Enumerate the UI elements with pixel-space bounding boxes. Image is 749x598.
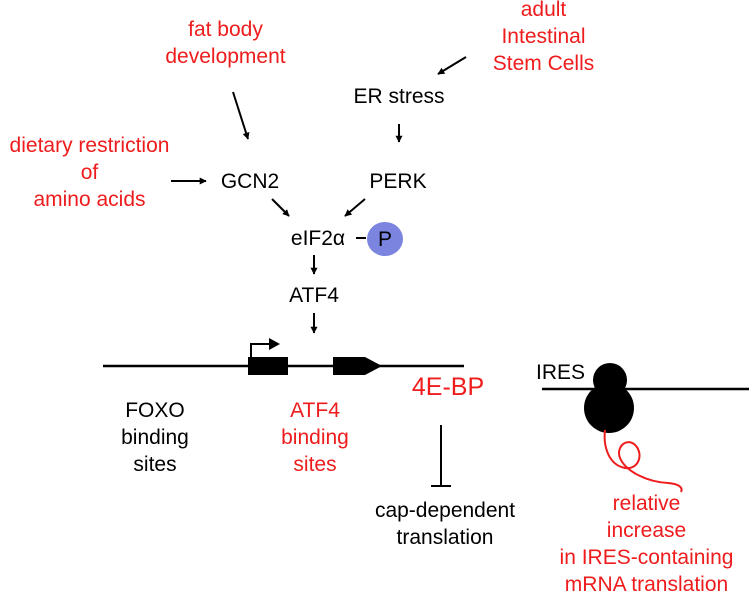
arrow-perk-to-eif2a xyxy=(344,198,366,217)
arrow-fat-body-to-gcn2 xyxy=(232,91,250,140)
arrow-isc-to-er-stress xyxy=(437,56,467,75)
exon-1 xyxy=(248,357,288,375)
foxo-line-3: sites xyxy=(133,453,177,476)
cap-dependent-label: cap-dependent translation xyxy=(355,497,535,551)
ires-result-label: relative increase in IRES-containing mRN… xyxy=(544,490,749,598)
atf4-sites-label: ATF4 binding sites xyxy=(265,397,365,478)
ires-result-line-4: mRNA translation xyxy=(564,573,729,596)
fat-body-label: fat body development xyxy=(143,16,308,70)
perk-label: PERK xyxy=(369,170,427,193)
dietary-line-2: of xyxy=(80,161,99,184)
gcn2-label: GCN2 xyxy=(220,170,280,193)
ires-result-line-2: increase xyxy=(606,519,687,542)
atf4-sites-line-2: binding xyxy=(281,426,349,449)
foxo-sites-label: FOXO binding sites xyxy=(105,397,205,478)
ires-result-line-3: in IRES-containing xyxy=(559,546,734,569)
ires-label: IRES xyxy=(536,361,586,384)
ribosome-large-subunit xyxy=(584,383,634,433)
phosphate-circle xyxy=(367,222,403,256)
fat-body-line-2: development xyxy=(165,45,286,68)
atf4-label: ATF4 xyxy=(289,284,339,307)
transcription-start-icon xyxy=(250,343,270,357)
cap-dep-line-1: cap-dependent xyxy=(374,499,516,522)
isc-line-1: adult xyxy=(520,0,567,21)
exon-2-arrow xyxy=(333,357,382,375)
er-stress-label: ER stress xyxy=(353,85,445,108)
nascent-peptide-squiggle xyxy=(603,429,683,493)
isc-label: adult Intestinal Stem Cells xyxy=(476,0,611,77)
foxo-line-1: FOXO xyxy=(125,399,185,422)
dietary-restriction-label: dietary restriction of amino acids xyxy=(0,132,182,213)
4e-bp-label: 4E-BP xyxy=(411,373,485,401)
atf4-sites-line-3: sites xyxy=(293,453,337,476)
fat-body-line-1: fat body xyxy=(188,18,263,41)
isc-line-3: Stem Cells xyxy=(492,52,595,75)
phospho-label: P xyxy=(377,228,392,251)
isc-line-2: Intestinal xyxy=(501,25,586,48)
eif2a-label: eIF2α xyxy=(290,227,346,250)
dietary-line-3: amino acids xyxy=(33,188,146,211)
ires-result-line-1: relative xyxy=(612,492,681,515)
dietary-line-1: dietary restriction xyxy=(9,134,170,157)
atf4-sites-line-1: ATF4 xyxy=(290,399,340,422)
cap-dep-line-2: translation xyxy=(396,526,494,549)
arrow-gcn2-to-eif2a xyxy=(271,198,290,217)
transcription-start-arrowhead xyxy=(269,338,280,350)
foxo-line-2: binding xyxy=(121,426,189,449)
